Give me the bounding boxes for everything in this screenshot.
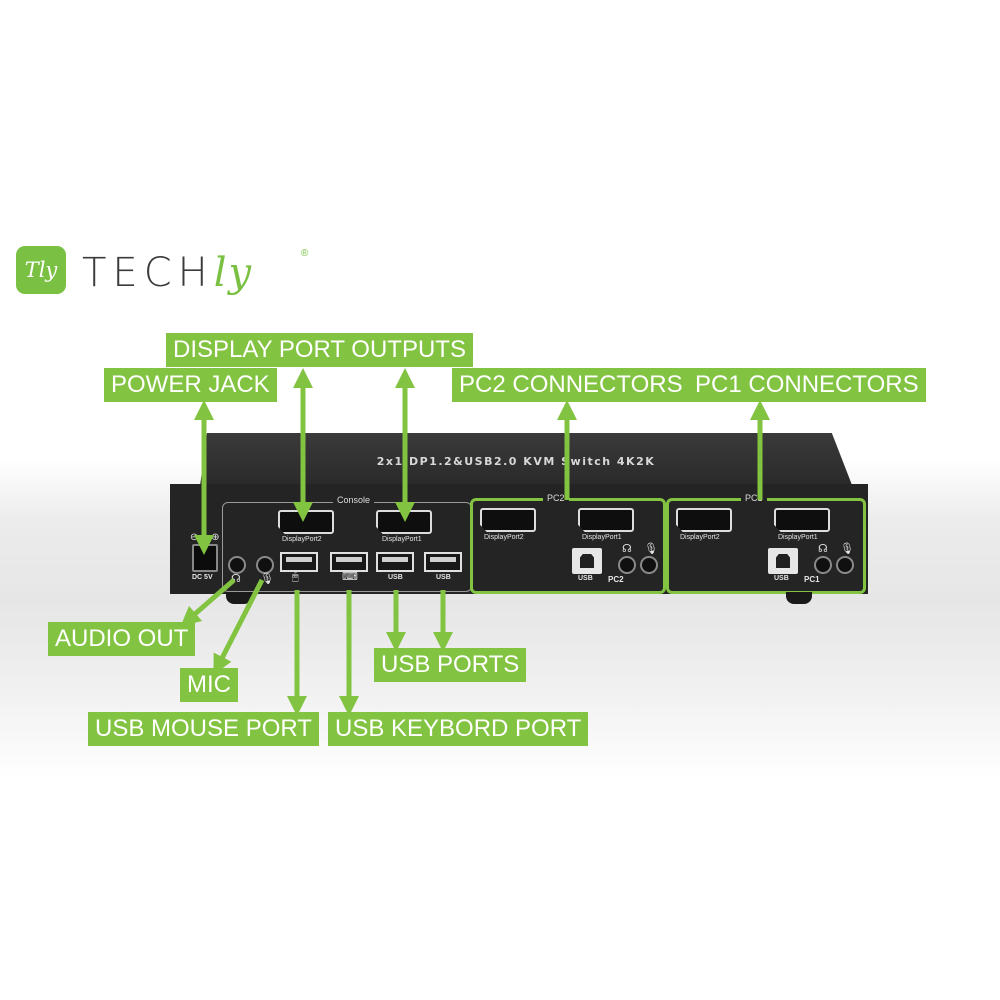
keyboard-icon: ⌨ <box>342 571 358 583</box>
pc1-displayport1 <box>774 508 830 532</box>
logo-word-accent: ly <box>213 250 254 296</box>
pc1-usb-label: USB <box>774 575 789 582</box>
label-usb-mouse-port: USB MOUSE PORT <box>88 712 319 746</box>
device-foot-right <box>786 592 812 604</box>
device-model-title: 2x1 DP1.2&USB2.0 KVM Switch 4K2K <box>376 455 656 468</box>
pc1-displayport2 <box>676 508 732 532</box>
usb-keyboard-port <box>330 552 368 572</box>
audio-out-jack <box>228 556 246 574</box>
label-mic: MIC <box>180 668 238 702</box>
label-pc2-connectors: PC2 CONNECTORS <box>452 368 690 402</box>
pc2-dp1-label: DisplayPort1 <box>582 534 622 541</box>
logo-wordmark: TECHly <box>82 250 253 296</box>
logo-badge: Tly <box>16 246 66 294</box>
microphone-icon: 🎙 <box>260 573 274 585</box>
usb-port-2 <box>424 552 462 572</box>
pc2-displayport1 <box>578 508 634 532</box>
mic-jack <box>256 556 274 574</box>
pc2-mic-jack <box>640 556 658 574</box>
usb-mouse-port <box>280 552 318 572</box>
arrow-mic <box>213 578 265 675</box>
pc1-dp2-label: DisplayPort2 <box>680 534 720 541</box>
pc1-audio-jack <box>814 556 832 574</box>
registered-mark: ® <box>301 248 309 259</box>
label-usb-ports: USB PORTS <box>374 648 527 682</box>
pc2-usb-label: USB <box>578 575 593 582</box>
console-dp2-label: DisplayPort2 <box>282 536 322 543</box>
usb-port-1-label: USB <box>388 574 403 581</box>
logo-word-main: TECH <box>82 250 214 296</box>
label-audio-out: AUDIO OUT <box>48 622 196 656</box>
device-foot-left <box>226 592 252 604</box>
arrow-audio-out <box>180 578 236 627</box>
pc2-tag: PC2 <box>608 575 624 584</box>
pc2-usb-b-port <box>572 548 602 574</box>
techly-logo: Tly TECHly ® <box>16 246 316 306</box>
pc2-audio-jack <box>618 556 636 574</box>
console-caption: Console <box>333 495 375 505</box>
label-usb-keybord-port: USB KEYBORD PORT <box>328 712 589 746</box>
kvm-switch-rear-panel: ⊖-●-⊕ DC 5V ☊ 🎙 Console DisplayPort2 Dis… <box>170 484 868 594</box>
headphone-icon: ☊ <box>231 573 241 585</box>
label-pc1-connectors: PC1 CONNECTORS <box>688 368 926 402</box>
headphone-icon: ☊ <box>622 543 632 555</box>
pc2-dp2-label: DisplayPort2 <box>484 534 524 541</box>
pc1-mic-jack <box>836 556 854 574</box>
dc-label: DC 5V <box>192 574 213 581</box>
microphone-icon: 🎙 <box>644 543 658 555</box>
label-power-jack: POWER JACK <box>104 368 277 402</box>
microphone-icon: 🎙 <box>840 543 854 555</box>
pc1-usb-b-port <box>768 548 798 574</box>
usb-port-1 <box>376 552 414 572</box>
console-dp1-label: DisplayPort1 <box>382 536 422 543</box>
pc1-caption: PC1 <box>741 493 767 503</box>
pc1-tag: PC1 <box>804 575 820 584</box>
headphone-icon: ☊ <box>818 543 828 555</box>
usb-port-2-label: USB <box>436 574 451 581</box>
pc2-displayport2 <box>480 508 536 532</box>
label-display-port-outputs: DISPLAY PORT OUTPUTS <box>166 333 473 367</box>
pc1-connectors-group: PC1 <box>666 493 866 594</box>
mouse-icon: 🖱 <box>292 571 299 583</box>
pc1-dp1-label: DisplayPort1 <box>778 534 818 541</box>
pc2-caption: PC2 <box>543 493 569 503</box>
